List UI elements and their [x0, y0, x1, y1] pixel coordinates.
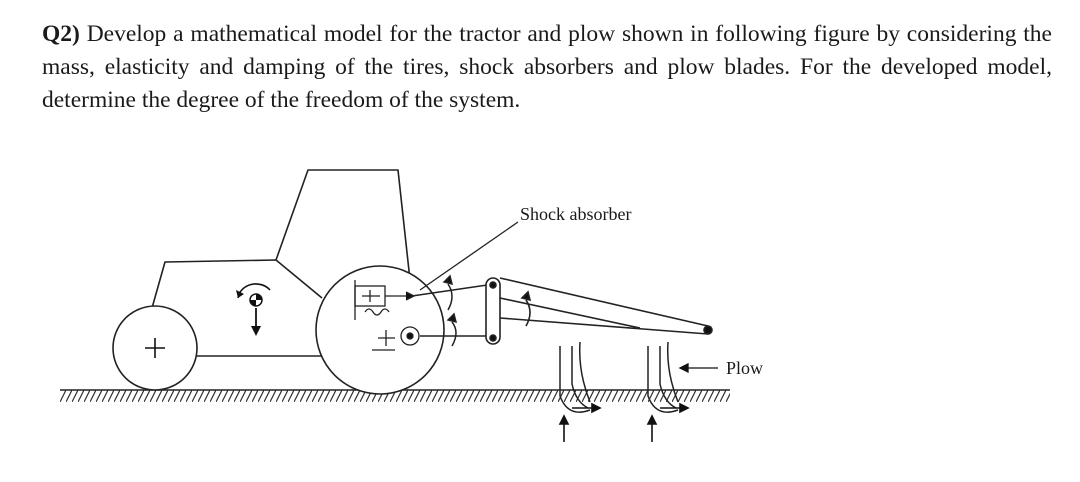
- plow-force-arrows: [558, 402, 690, 442]
- tractor-body: [151, 169, 411, 357]
- plow-frame: [485, 277, 713, 345]
- question-number: Q2): [42, 21, 80, 47]
- tractor-plow-diagram: Shock absorber: [60, 169, 763, 442]
- shock-absorber-leader: [419, 221, 519, 291]
- plow-leader: [678, 362, 718, 374]
- question-body: Develop a mathematical model for the tra…: [42, 21, 1052, 113]
- tractor-plow-figure: Shock absorber: [0, 150, 1080, 482]
- plow-label: Plow: [726, 358, 763, 378]
- rear-suspension: [354, 280, 420, 351]
- front-wheel: [112, 305, 198, 391]
- rear-wheel: [315, 265, 445, 395]
- hitch-linkage: [411, 274, 495, 347]
- shock-absorber-label: Shock absorber: [520, 204, 631, 224]
- center-of-mass-icon: [236, 283, 271, 336]
- question-text: Q2) Develop a mathematical model for the…: [42, 18, 1052, 117]
- plow-blades: [559, 341, 679, 413]
